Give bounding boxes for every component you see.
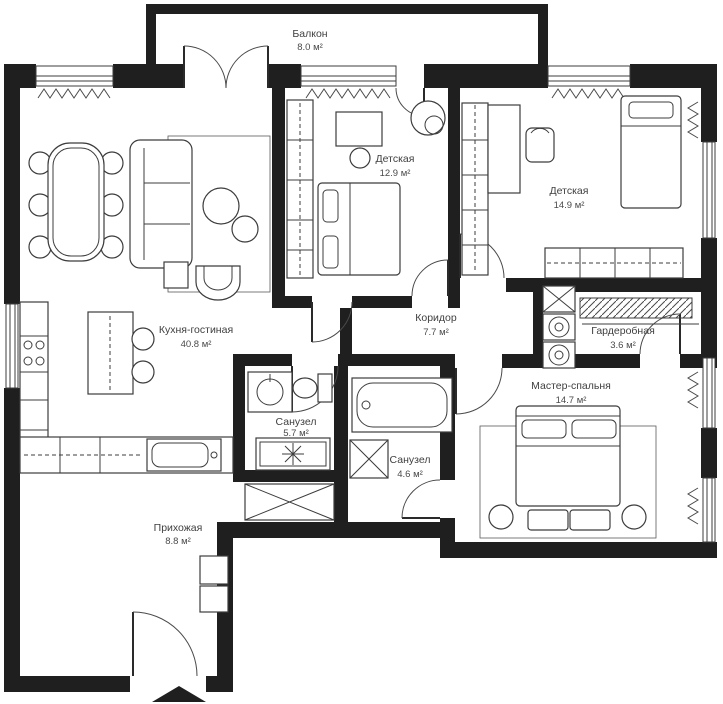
desk-kids1 (335, 111, 383, 169)
radiator-kids2-side (687, 101, 699, 139)
balcony-french-door (183, 45, 269, 89)
room-label-bath1: Санузел (276, 416, 317, 428)
window-kids2-top (547, 65, 631, 87)
shower-bath1 (255, 437, 331, 471)
radiator-master-1 (687, 371, 699, 409)
master-nightstands (488, 504, 647, 530)
laundry-column (542, 285, 576, 369)
master-bed (515, 405, 621, 507)
wardrobe-kids1 (286, 99, 314, 279)
room-area-kitchen-living: 40.8 м² (181, 339, 212, 350)
bathtub (351, 377, 453, 433)
entrance-arrow-icon (152, 686, 206, 702)
washbasin-bath1 (247, 371, 293, 413)
window-master-right-2 (702, 477, 716, 543)
room-labels: Балкон 8.0 м² Кухня-гостиная 40.8 м² Дет… (154, 28, 655, 547)
kitchen-sink (146, 438, 222, 472)
room-label-kids1: Детская (376, 153, 415, 165)
wardrobe-kids2-left (461, 102, 489, 276)
room-label-kids2: Детская (550, 185, 589, 197)
room-area-balcony: 8.0 м² (297, 42, 323, 53)
window-kitchen-top (35, 65, 114, 87)
room-area-hallway: 8.8 м² (165, 536, 191, 547)
door-bathroom2 (401, 479, 441, 519)
door-kids1 (411, 259, 449, 297)
window-kids1-top (300, 65, 397, 87)
sofa (129, 139, 193, 269)
armchair (195, 265, 241, 301)
washing-machine-bath2 (349, 439, 389, 479)
room-area-kids2: 14.9 м² (554, 200, 585, 211)
room-area-master: 14.7 м² (556, 395, 587, 406)
door-kitchen-corridor (311, 301, 353, 343)
window-kids2-right (702, 141, 716, 239)
room-area-closet: 3.6 м² (610, 340, 636, 351)
windows (5, 65, 716, 543)
room-label-master: Мастер-спальня (531, 380, 611, 392)
entrance-door (132, 611, 198, 677)
hallway-closet (244, 483, 335, 521)
room-label-corridor: Коридор (415, 312, 457, 324)
room-label-closet: Гардеробная (591, 325, 655, 337)
kitchen-island (87, 311, 134, 395)
kitchen-hob (23, 340, 45, 366)
coffee-tables (202, 187, 259, 243)
bed-kids2 (620, 95, 682, 209)
window-master-right-1 (702, 357, 716, 429)
dining-table (47, 142, 105, 262)
room-label-kitchen-living: Кухня-гостиная (159, 324, 233, 336)
room-area-bath1: 5.7 м² (283, 428, 309, 439)
side-table (163, 261, 189, 289)
master-bench (527, 509, 611, 531)
toilet-bath1 (292, 373, 333, 403)
wardrobe-kids2-bottom (544, 247, 684, 279)
room-area-bath2: 4.6 м² (397, 469, 423, 480)
door-master (455, 367, 503, 415)
radiator-master-2 (687, 487, 699, 525)
bed-kids1 (317, 182, 401, 276)
room-area-corridor: 7.7 м² (423, 327, 449, 338)
radiators (37, 88, 699, 525)
room-area-kids1: 12.9 м² (380, 168, 411, 179)
radiator-kids2 (551, 88, 625, 99)
pouf-kids1 (410, 100, 446, 136)
bar-stools (131, 327, 155, 384)
room-label-bath2: Санузел (390, 454, 431, 466)
radiator-kids1 (305, 88, 391, 99)
room-label-hallway: Прихожая (154, 522, 203, 534)
dining-chairs (28, 151, 124, 259)
radiator-kitchen (37, 88, 111, 99)
desk-kids2 (487, 104, 555, 194)
hallway-cabinet (199, 555, 229, 613)
window-kitchen-left (5, 303, 19, 389)
closet-shelving (579, 297, 699, 325)
room-label-balcony: Балкон (292, 28, 327, 40)
